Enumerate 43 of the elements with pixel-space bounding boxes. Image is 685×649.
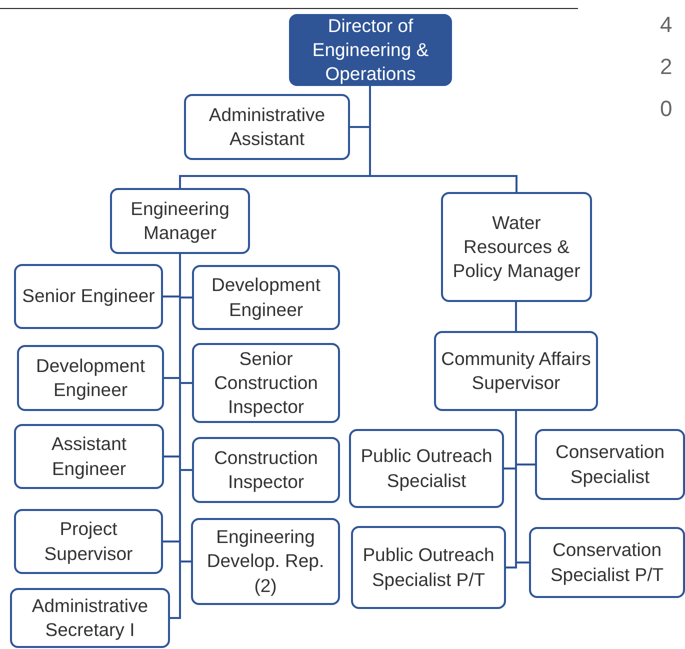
position-title: Administrative Assistant [208,102,326,151]
position-box [17,345,164,411]
position-title: Engineering Manager [130,196,230,245]
position-box [529,527,685,598]
position-title: Administrative Secretary I [30,594,150,642]
position-title: Public Outreach Specialist [360,444,494,493]
position-box [349,429,504,508]
position-title: Construction Inspector [213,446,319,494]
position-title: Development Engineer [210,273,322,322]
position-title: Public Outreach Specialist P/T [362,543,496,592]
connector-line [515,411,529,564]
position-title: Director of Engineering & Operations [311,14,430,86]
position-title: Senior Engineer [22,284,155,308]
position-title: Conservation Specialist P/T [549,538,665,587]
position-box [535,429,685,500]
connector-line [170,254,181,619]
position-box [184,94,350,160]
position-title: Community Affairs Supervisor [440,346,592,395]
position-box [192,265,340,330]
position-box [192,437,340,503]
position-box [10,588,170,648]
position-title: Assistant Engineer [50,432,128,481]
position-box [434,331,598,411]
position-box [192,343,340,423]
connector-line [515,302,517,331]
position-title: Project Supervisor [43,517,134,566]
page-number: 4 [660,12,672,38]
position-box [351,526,506,609]
position-box [14,424,164,489]
position-title: Development Engineer [34,354,146,402]
position-title: Engineering Develop. Rep. (2) [206,525,326,598]
position-box [14,264,163,329]
position-box [441,192,592,302]
position-box [110,188,250,254]
page-number: 2 [660,54,672,80]
page-number: 0 [660,96,672,122]
position-title: Conservation Specialist [554,440,666,489]
position-box [191,518,340,605]
position-box [14,509,163,574]
position-title: Senior Construction Inspector [213,346,319,420]
position-box [289,14,452,86]
position-title: Water Resources & Policy Manager [452,210,582,284]
connector-line [369,86,518,192]
